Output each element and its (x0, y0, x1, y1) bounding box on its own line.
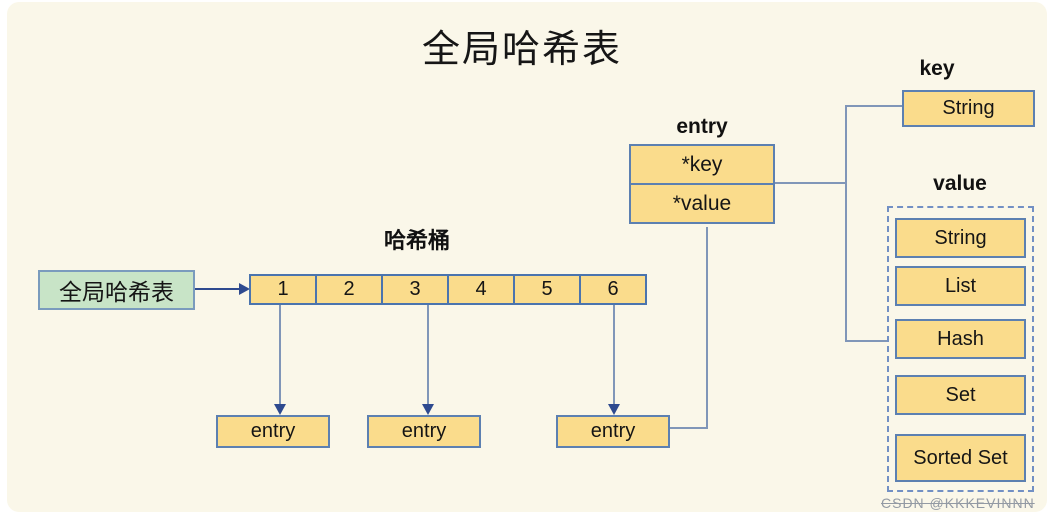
value-types-container (887, 206, 1034, 492)
bucket-cell: 4 (449, 276, 515, 303)
value-section-label: value (933, 172, 987, 195)
arrow-root-to-bucket-head (239, 283, 250, 295)
connector-entry-to-struct-horizontal (670, 427, 708, 429)
entry-node: entry (367, 415, 481, 448)
entry-node: entry (216, 415, 330, 448)
arrow-cell3-to-entry-head (422, 404, 434, 415)
bucket-cell: 5 (515, 276, 581, 303)
key-type-node: String (902, 90, 1035, 127)
connector-struct-branch-horizontal (775, 182, 847, 184)
arrow-cell1-to-entry-line (279, 305, 281, 406)
value-type-node: Set (895, 375, 1026, 415)
entry-struct-label: entry (676, 115, 728, 138)
bucket-cell: 6 (607, 278, 619, 300)
connector-branch-vertical (845, 105, 847, 342)
entry-node: entry (556, 415, 670, 448)
global-hash-table-node: 全局哈希表 (38, 270, 195, 310)
diagram-canvas: 全局哈希表 全局哈希表 哈希桶 1 2 3 4 5 6 entry entry … (7, 2, 1047, 512)
hash-bucket-array: 1 2 3 4 5 6 (249, 274, 647, 305)
value-type-node: String (895, 218, 1026, 258)
key-section-label: key (919, 57, 955, 80)
arrow-cell6-to-entry-head (608, 404, 620, 415)
watermark-text: CSDN @KKKEVINNN (881, 495, 1035, 511)
connector-branch-to-key (847, 105, 902, 107)
arrow-cell6-to-entry-line (613, 305, 615, 406)
arrow-root-to-bucket-line (195, 288, 240, 290)
connector-branch-to-value (847, 340, 887, 342)
diagram-title: 全局哈希表 (421, 29, 622, 71)
bucket-cell: 3 (383, 276, 449, 303)
hash-bucket-label: 哈希桶 (383, 228, 450, 253)
value-type-node: Sorted Set (895, 434, 1026, 482)
arrow-cell3-to-entry-line (427, 305, 429, 406)
arrow-cell1-to-entry-head (274, 404, 286, 415)
bucket-cell: 2 (317, 276, 383, 303)
value-type-node: Hash (895, 319, 1026, 359)
connector-entry-to-struct-vertical (706, 227, 708, 429)
bucket-cell: 1 (251, 276, 317, 303)
entry-struct: *key *value (629, 144, 775, 224)
entry-struct-value-field: *value (629, 183, 775, 224)
entry-struct-key-field: *key (629, 144, 775, 185)
value-type-node: List (895, 266, 1026, 306)
